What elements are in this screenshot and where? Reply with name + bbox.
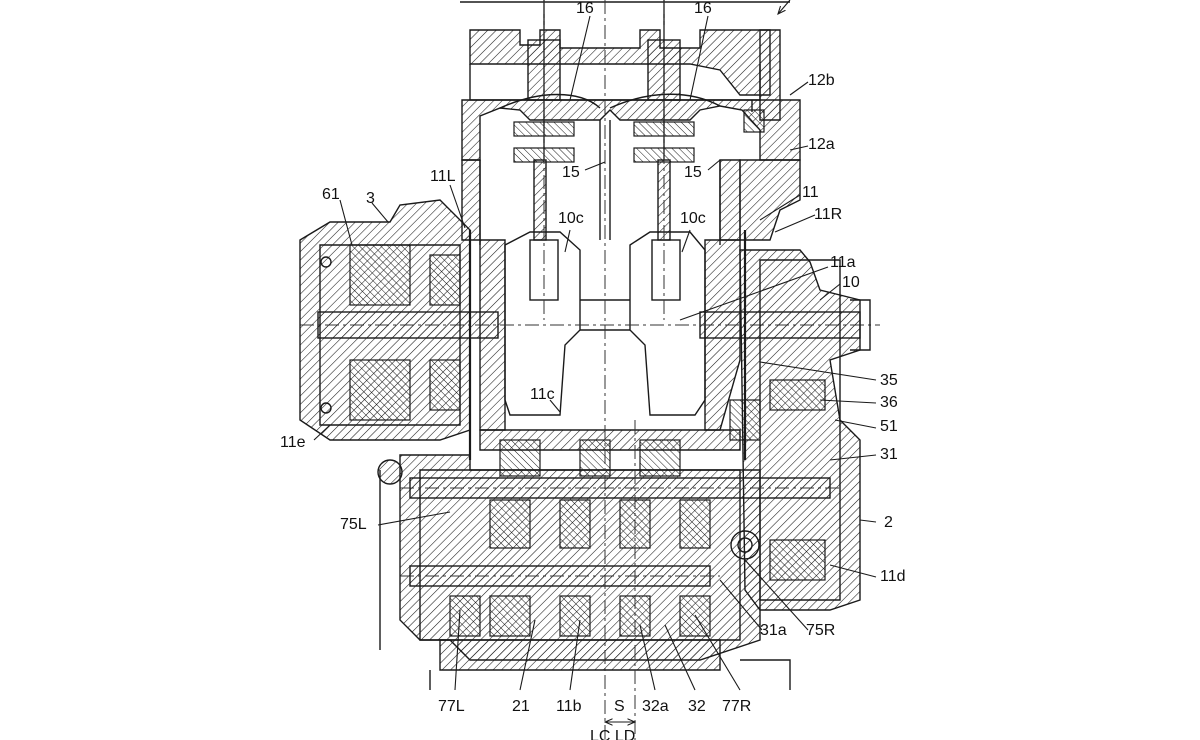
label-36: 36 — [880, 394, 898, 412]
label-11R: 11R — [814, 206, 842, 224]
cylinder-head — [462, 94, 800, 160]
label-16-right: 16 — [694, 0, 712, 18]
label-21: 21 — [512, 698, 530, 716]
label-51: 51 — [880, 418, 898, 436]
label-16-left: 16 — [576, 0, 594, 18]
crankcase — [470, 230, 745, 460]
label-10c-left: 10c — [558, 210, 584, 228]
label-10: 10 — [842, 274, 860, 292]
label-11c: 11c — [530, 386, 555, 404]
label-11b: 11b — [556, 698, 582, 716]
label-lc-ld: LC LD — [590, 728, 635, 740]
label-15-left: 15 — [562, 164, 580, 182]
label-12a: 12a — [808, 136, 835, 154]
label-2: 2 — [884, 514, 893, 532]
label-35: 35 — [880, 372, 898, 390]
label-61: 61 — [322, 186, 340, 204]
label-32a: 32a — [642, 698, 669, 716]
label-12b: 12b — [808, 72, 835, 90]
label-s: S — [614, 698, 625, 716]
label-11: 11 — [802, 184, 819, 202]
label-11L: 11L — [430, 168, 456, 186]
label-10c-right: 10c — [680, 210, 706, 228]
label-11d: 11d — [880, 568, 906, 586]
label-77L: 77L — [438, 698, 465, 716]
label-11a: 11a — [830, 254, 856, 272]
label-75R: 75R — [806, 622, 835, 640]
label-15-right: 15 — [684, 164, 702, 182]
label-31: 31 — [880, 446, 898, 464]
cylinder-block — [462, 120, 800, 245]
label-3: 3 — [366, 190, 375, 208]
label-31a: 31a — [760, 622, 787, 640]
label-32: 32 — [688, 698, 706, 716]
label-77R: 77R — [722, 698, 751, 716]
label-75L: 75L — [340, 516, 367, 534]
label-11e: 11e — [280, 434, 306, 452]
generator-cover — [300, 200, 470, 440]
